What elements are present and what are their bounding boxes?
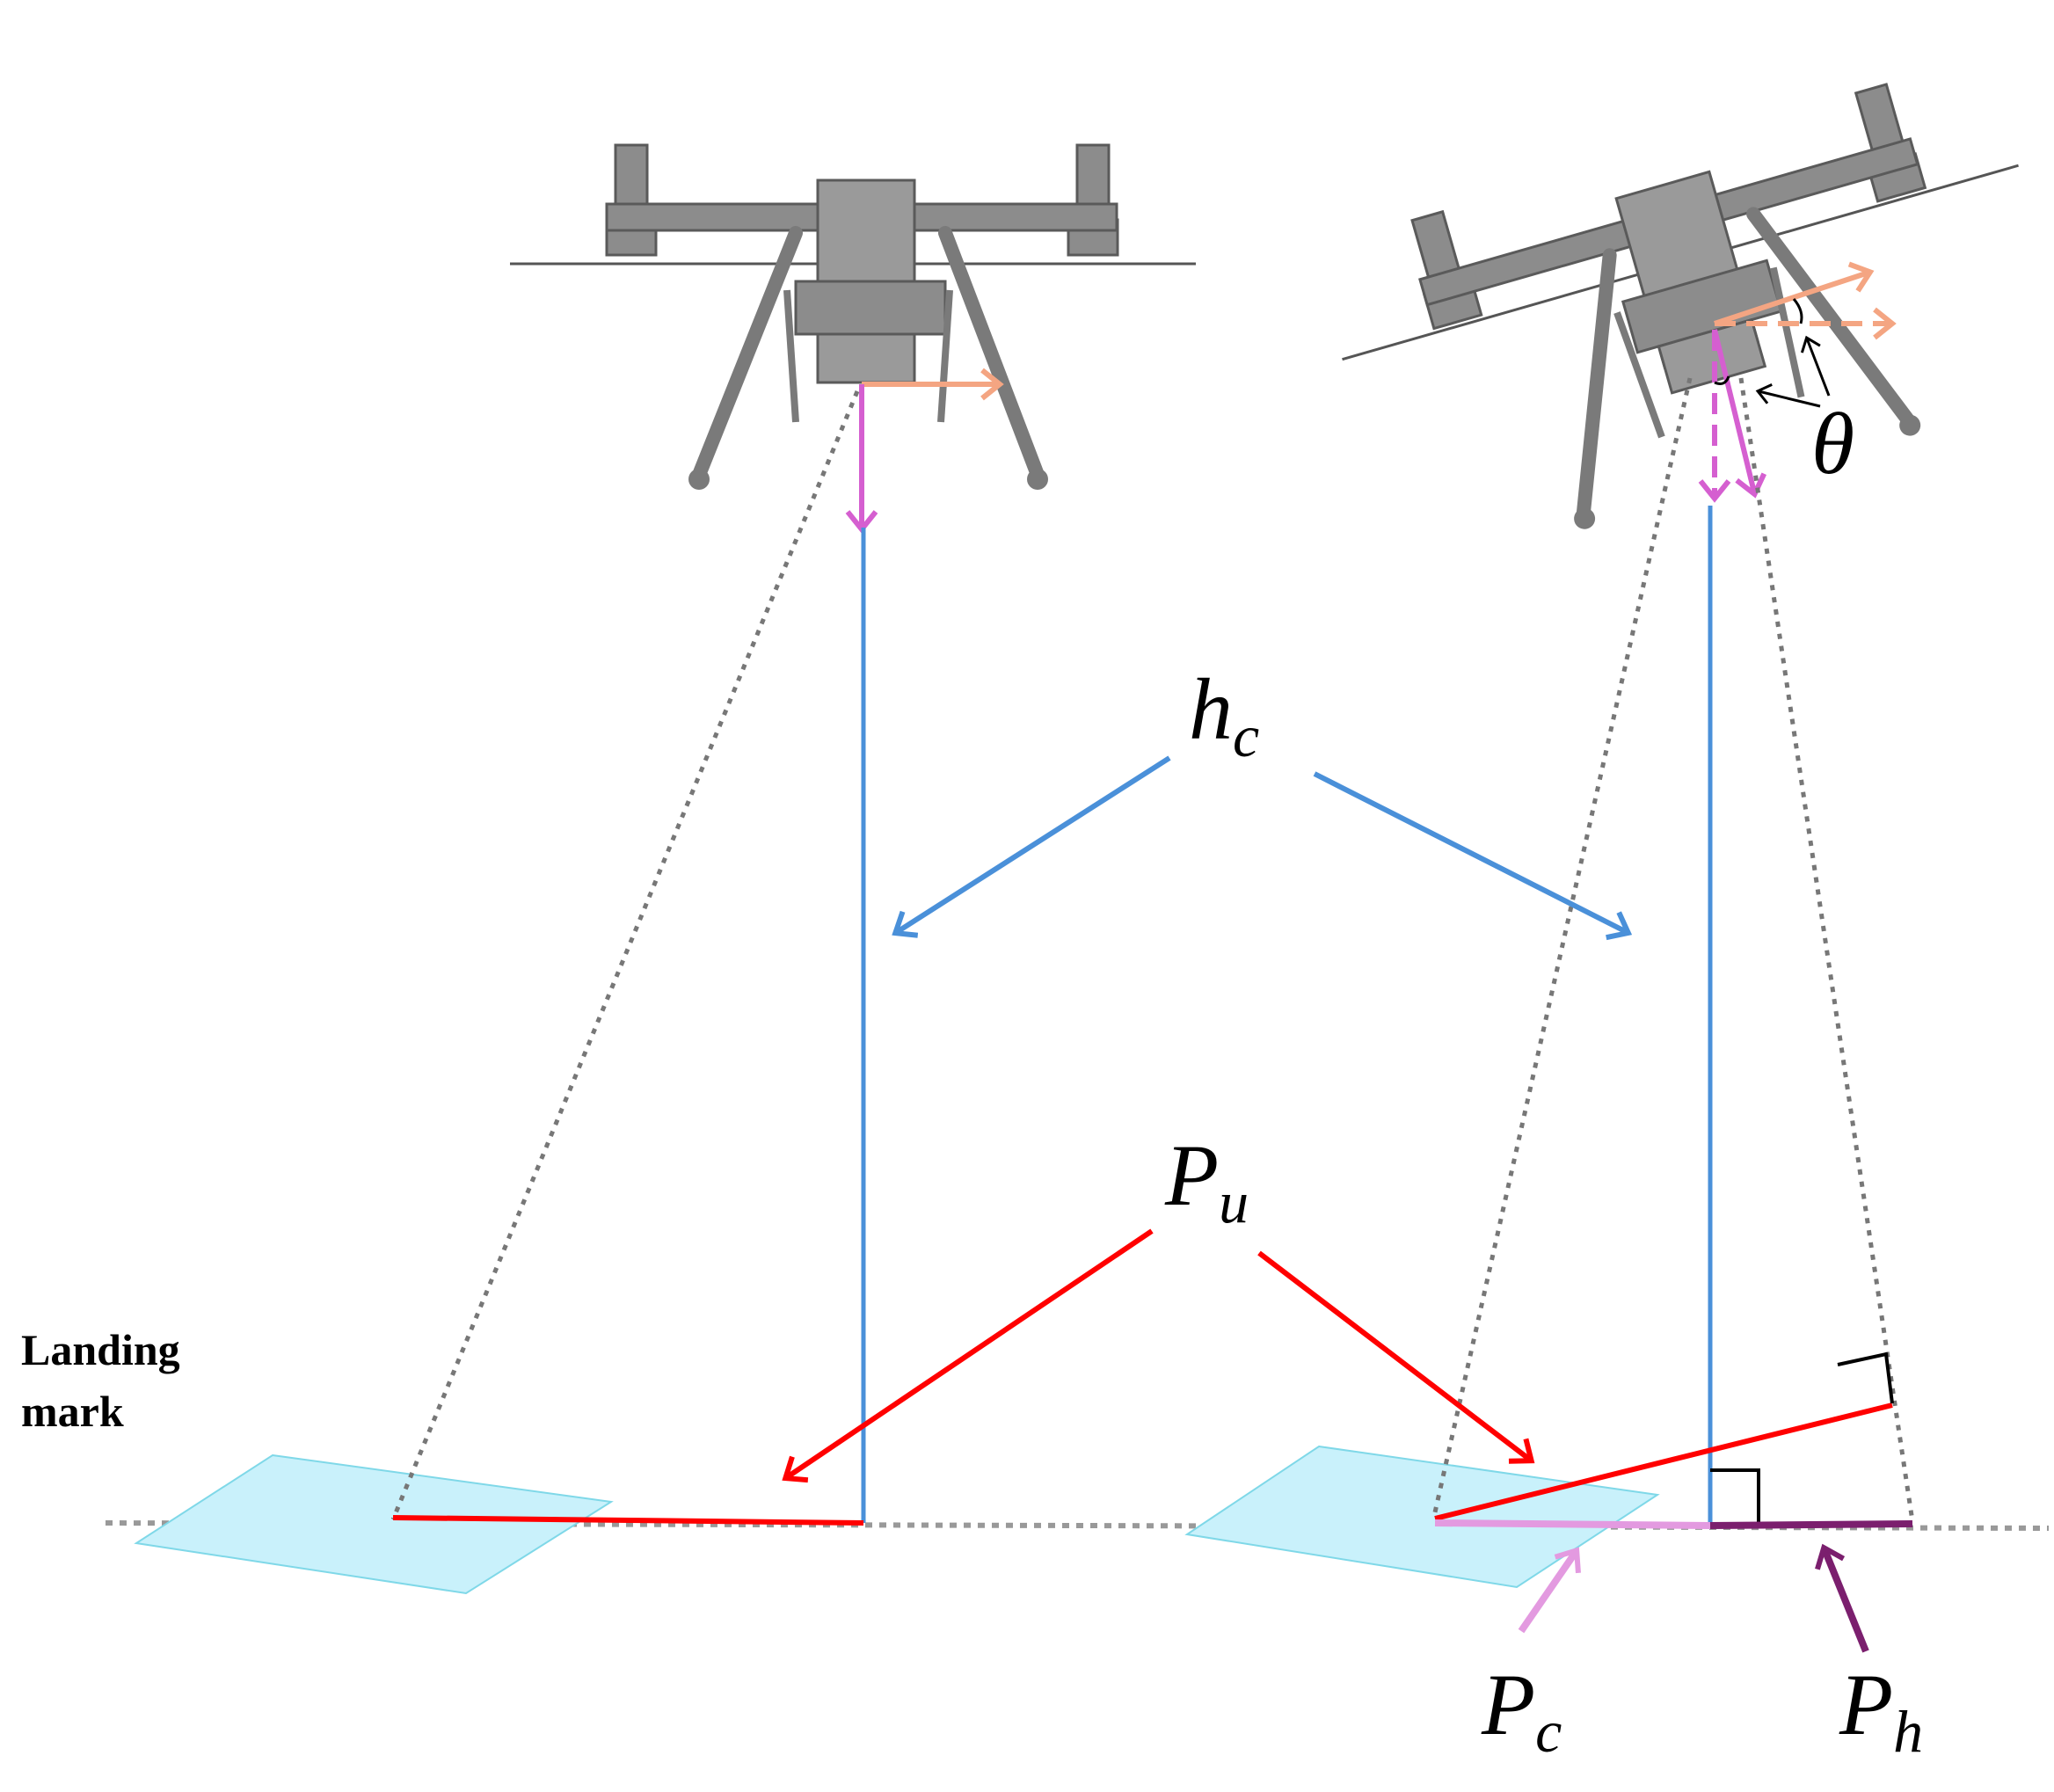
theta-arc-top — [1792, 298, 1803, 324]
right-angle-mark-upper — [1837, 1351, 1894, 1404]
pc-segment — [1434, 1519, 1711, 1529]
theta-arc-bottom — [1714, 375, 1730, 385]
hc-arrow-left — [892, 755, 1171, 938]
pc-arrow — [1518, 1547, 1581, 1634]
right-angle-mark-lower — [1710, 1468, 1760, 1524]
ph-label-main: P — [1839, 1656, 1893, 1753]
hc-label: hc — [1189, 660, 1259, 769]
pu-label-sub: u — [1219, 1169, 1249, 1235]
hc-label-main: h — [1189, 660, 1233, 758]
pu-label: Pu — [1164, 1126, 1249, 1235]
hc-arrow-right — [1313, 771, 1633, 941]
landing-pad-right-icon — [1184, 1445, 1660, 1589]
pc-label: Pc — [1481, 1656, 1562, 1765]
drone-tilted-icon — [1342, 83, 2019, 529]
landing-mark-label-line2: mark — [21, 1387, 124, 1436]
right-pu-segment — [1434, 1402, 1893, 1521]
landing-pad-left-icon — [134, 1453, 614, 1595]
right-fov-line-left — [1432, 377, 1693, 1513]
right-down-axis-tilted — [1712, 329, 1767, 499]
ph-arrow — [1815, 1543, 1869, 1653]
pu-label-main: P — [1164, 1126, 1219, 1224]
right-forward-axis-tilted — [1714, 261, 1875, 326]
theta-pointer-top — [1800, 335, 1831, 397]
left-fov-line — [390, 390, 860, 1520]
pu-arrow-right — [1257, 1250, 1535, 1464]
ph-label: Ph — [1839, 1656, 1923, 1765]
theta-pointer-bottom — [1755, 383, 1821, 408]
theta-label: θ — [1811, 395, 1854, 492]
pc-label-sub: c — [1535, 1698, 1562, 1765]
pu-arrow-left — [782, 1228, 1154, 1483]
ph-label-sub: h — [1893, 1698, 1923, 1765]
landing-mark-label-line1: Landing — [21, 1325, 180, 1374]
right-fov-line-right — [1738, 377, 1915, 1522]
ph-segment — [1709, 1520, 1913, 1529]
pc-label-main: P — [1481, 1656, 1535, 1753]
left-pu-segment — [392, 1515, 864, 1526]
drone-level-icon — [510, 143, 1196, 490]
hc-label-sub: c — [1233, 703, 1259, 769]
